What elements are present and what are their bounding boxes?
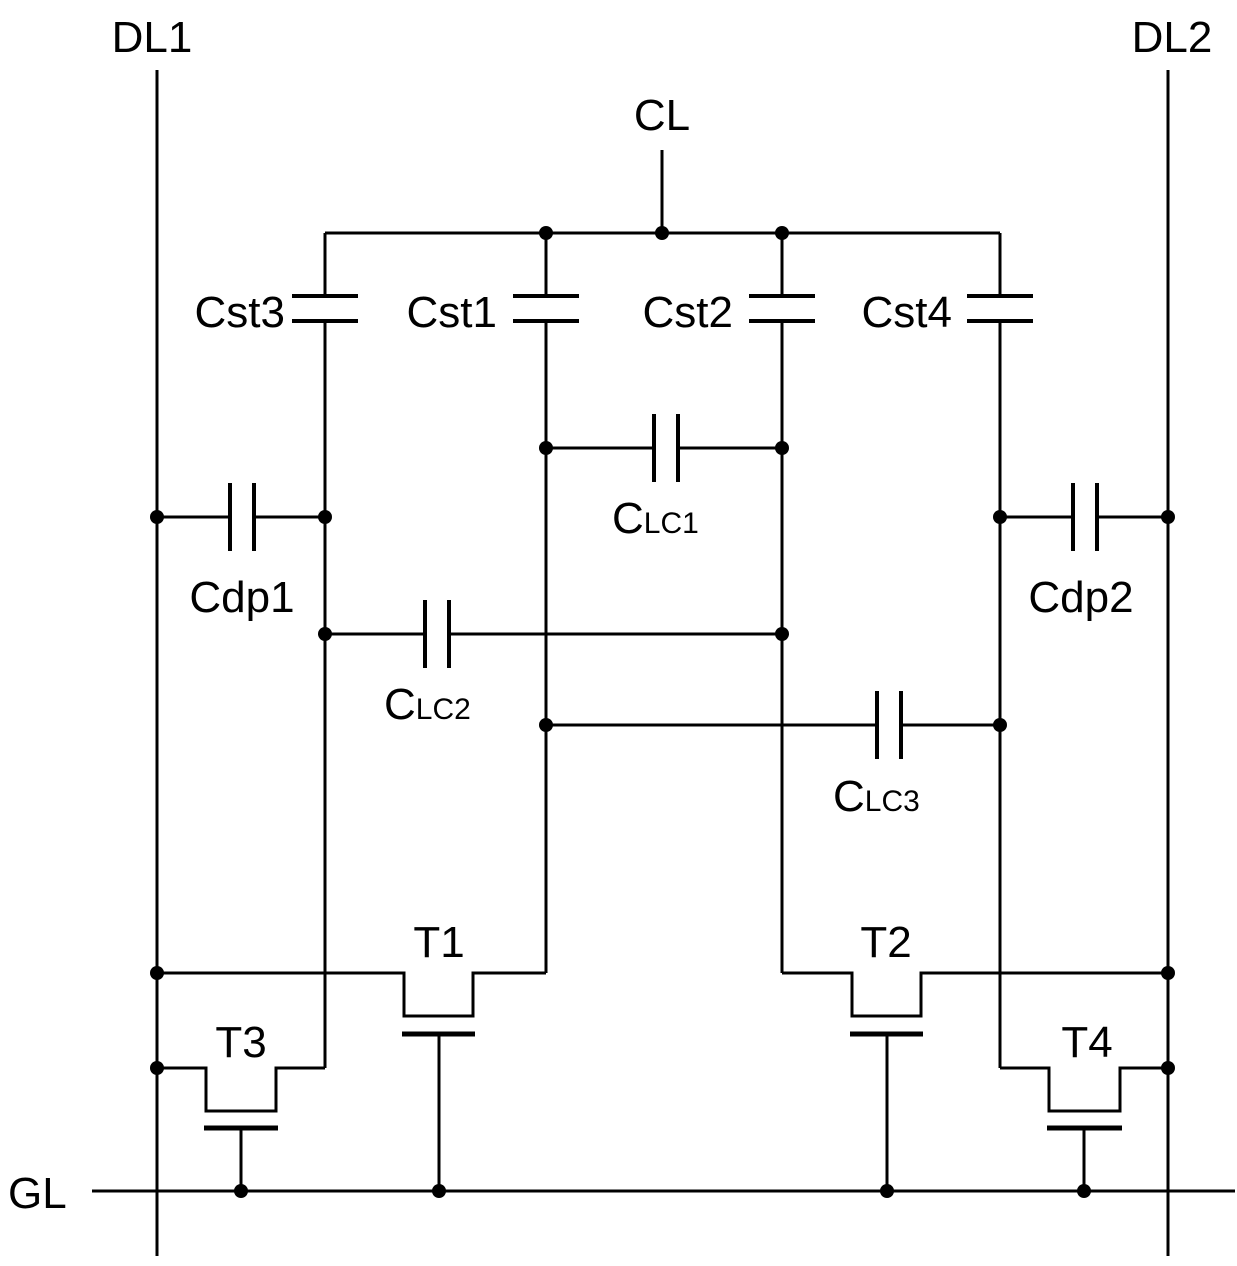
cl-label: CL [634, 91, 690, 140]
cst1-label: Cst1 [407, 288, 497, 337]
t1-label: T1 [413, 918, 464, 967]
transistors [157, 973, 1168, 1191]
cst3-label: Cst3 [195, 288, 285, 337]
cdp1-label: Cdp1 [189, 573, 294, 622]
cst4-label: Cst4 [862, 288, 952, 337]
clc2-label: CLC2 [384, 680, 471, 729]
t3-label: T3 [215, 1018, 266, 1067]
cst2-label: Cst2 [643, 288, 733, 337]
t2-label: T2 [860, 918, 911, 967]
storage-capacitors [292, 233, 1033, 1068]
junction-dots [150, 226, 1175, 1198]
transistor-t1 [157, 973, 546, 1191]
dl2-label: DL2 [1132, 13, 1213, 62]
dl1-label: DL1 [112, 13, 193, 62]
labels: DL1 DL2 CL GL Cst3 Cst1 Cst2 Cst4 Cdp1 C… [8, 13, 1212, 1218]
transistor-t2 [782, 973, 1168, 1191]
gl-label: GL [8, 1169, 67, 1218]
bus-lines [92, 70, 1235, 1256]
clc1-label: CLC1 [612, 494, 699, 543]
t4-label: T4 [1061, 1018, 1112, 1067]
clc3-label: CLC3 [833, 772, 920, 821]
transistor-t3 [157, 1068, 325, 1191]
cdp2-label: Cdp2 [1028, 573, 1133, 622]
transistor-t4 [1000, 1068, 1168, 1191]
